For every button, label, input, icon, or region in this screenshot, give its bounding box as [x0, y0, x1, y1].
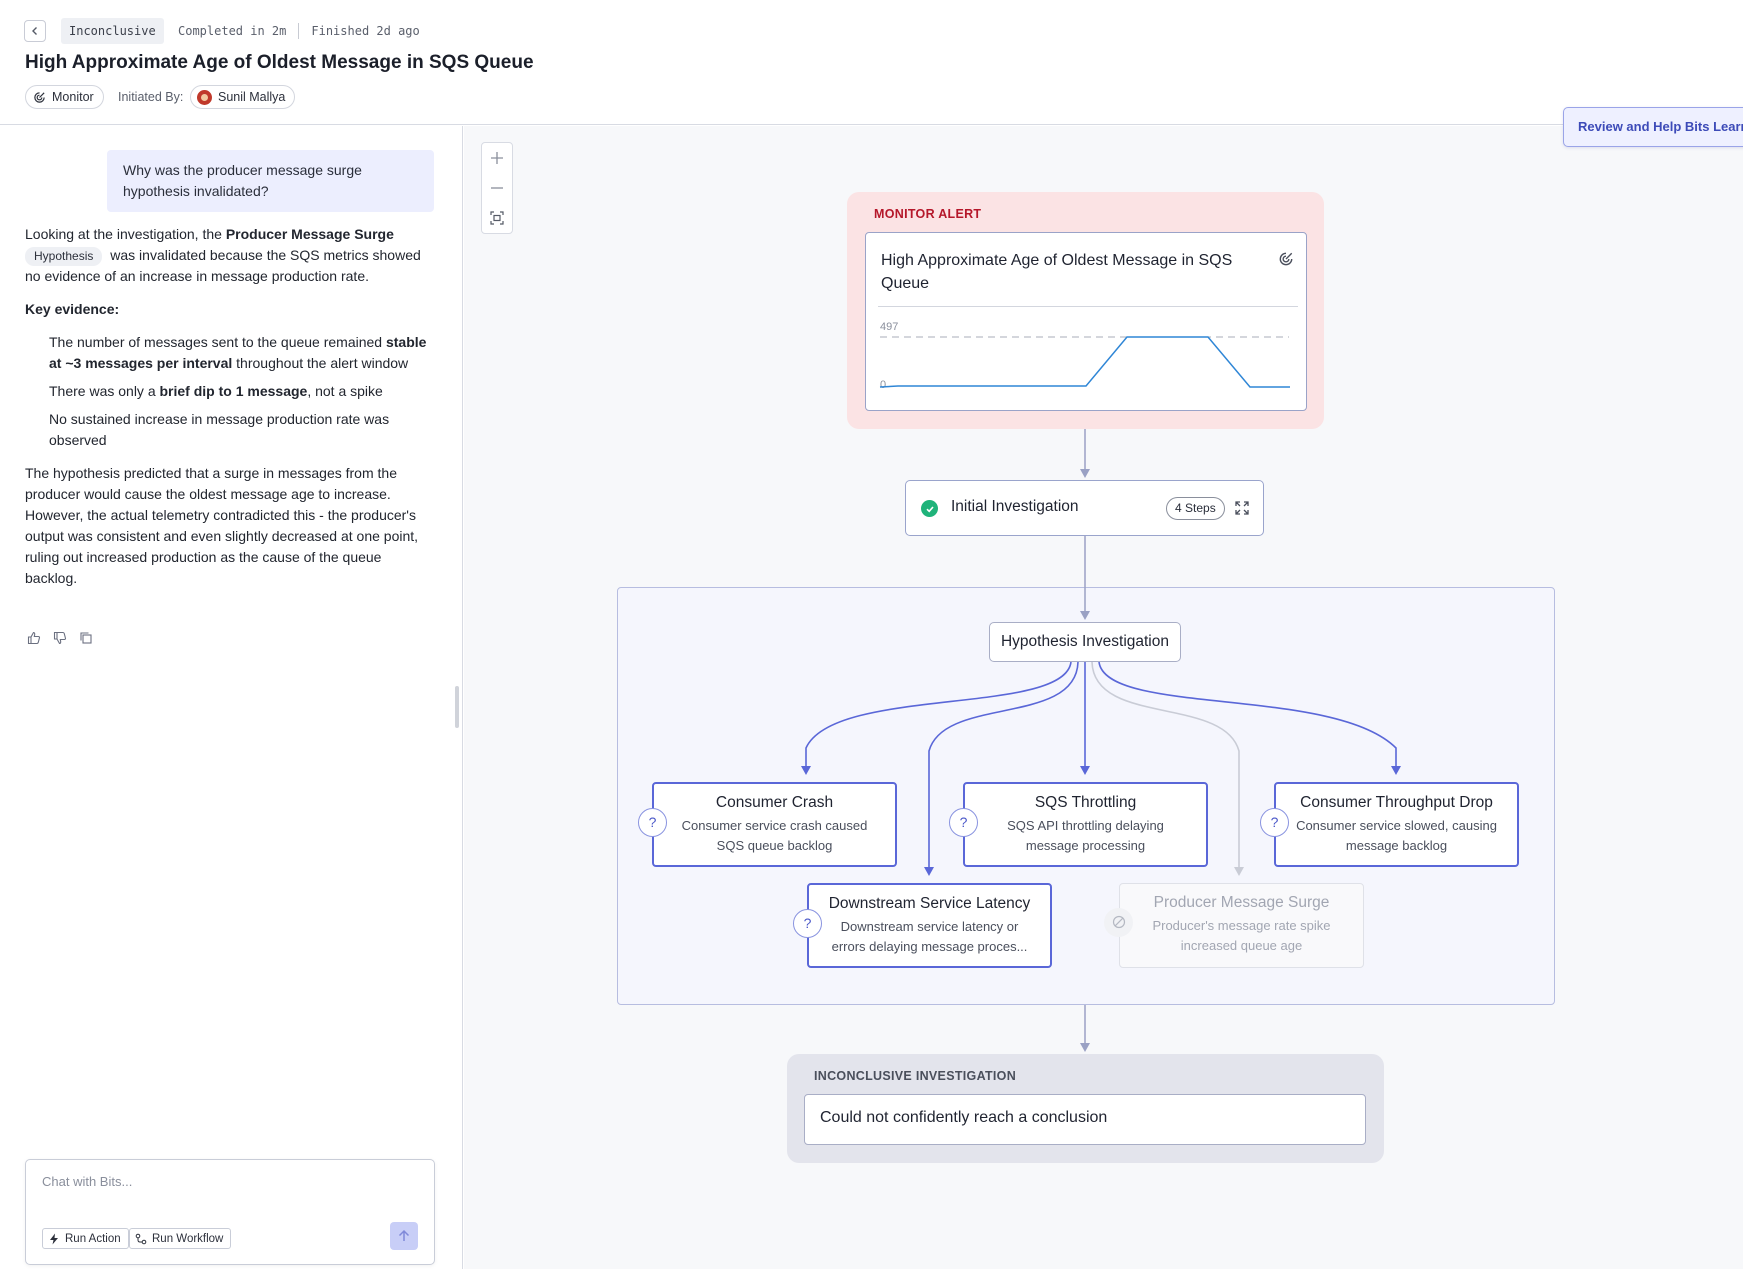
- run-action-label: Run Action: [65, 1232, 121, 1245]
- run-workflow-button[interactable]: Run Workflow: [129, 1228, 232, 1249]
- steps-badge: 4 Steps: [1166, 497, 1225, 520]
- feedback-bar: [27, 631, 93, 645]
- initial-investigation-node[interactable]: Initial Investigation 4 Steps: [905, 480, 1264, 536]
- expand-icon[interactable]: [1234, 500, 1250, 516]
- edge-producer-surge: [1091, 661, 1240, 874]
- hypothesis-desc: SQS API throttling delaying message proc…: [1007, 818, 1164, 853]
- copy-icon[interactable]: [79, 631, 93, 645]
- chat-panel: Why was the producer message surge hypot…: [0, 126, 463, 1269]
- alert-card: High Approximate Age of Oldest Message i…: [865, 232, 1307, 411]
- hypothesis-card-downstream-latency[interactable]: ? Downstream Service Latency Downstream …: [793, 883, 1052, 968]
- plus-icon: [491, 152, 503, 164]
- hypothesis-title: Downstream Service Latency: [828, 895, 1031, 912]
- divider: [878, 306, 1298, 307]
- chat-composer: Run Action Run Workflow: [25, 1159, 435, 1265]
- hypothesis-desc: Consumer service slowed, causing message…: [1296, 818, 1497, 853]
- initiated-label: Initiated By:: [118, 90, 184, 104]
- list-item: The number of messages sent to the queue…: [49, 334, 427, 371]
- zero-label: 0: [880, 379, 886, 391]
- user-name: Sunil Mallya: [218, 90, 286, 104]
- hypothesis-investigation-node[interactable]: Hypothesis Investigation: [989, 622, 1181, 662]
- run-meta: Completed in 2m Finished 2d ago: [178, 23, 420, 39]
- user-message: Why was the producer message surge hypot…: [107, 150, 434, 212]
- status-badge: Inconclusive: [61, 18, 164, 44]
- answer-intro: Looking at the investigation, the Produc…: [25, 226, 421, 284]
- assistant-message: Looking at the investigation, the Produc…: [25, 224, 435, 601]
- chevron-left-icon: [32, 27, 37, 35]
- hypothesis-title: SQS Throttling: [1034, 794, 1137, 811]
- threshold-label: 497: [880, 321, 898, 333]
- monitor-chip[interactable]: Monitor: [25, 85, 104, 109]
- send-button[interactable]: [390, 1222, 418, 1250]
- zoom-controls: [481, 142, 513, 234]
- check-icon: [921, 500, 938, 517]
- hypothesis-card-consumer-throughput-drop[interactable]: ? Consumer Throughput Drop Consumer serv…: [1260, 782, 1519, 867]
- inconclusive-label: INCONCLUSIVE INVESTIGATION: [814, 1069, 1017, 1083]
- run-workflow-label: Run Workflow: [152, 1232, 224, 1245]
- list-item: There was only a brief dip to 1 message,…: [49, 383, 383, 399]
- hypothesis-title: Consumer Throughput Drop: [1300, 794, 1493, 811]
- flow-edges: [801, 429, 1401, 1052]
- edge-downstream-latency: [928, 661, 1079, 874]
- user-chip[interactable]: Sunil Mallya: [190, 85, 296, 109]
- review-button[interactable]: Review and Help Bits Learn: [1563, 107, 1743, 147]
- hypothesis-title: Consumer Crash: [715, 794, 834, 811]
- fit-view-button[interactable]: [482, 203, 512, 233]
- question-icon: ?: [1260, 808, 1289, 837]
- chat-input[interactable]: [42, 1174, 382, 1189]
- hypothesis-desc: Consumer service crash caused SQS queue …: [681, 818, 868, 853]
- alert-title: High Approximate Age of Oldest Message i…: [881, 252, 1233, 292]
- key-evidence-heading: Key evidence:: [25, 301, 120, 317]
- edge-consumer-crash: [805, 661, 1072, 773]
- workflow-icon: [135, 1233, 147, 1245]
- monitor-chip-label: Monitor: [52, 90, 94, 104]
- inconclusive-text: Could not confidently reach a conclusion: [804, 1094, 1366, 1145]
- hypothesis-card-sqs-throttling[interactable]: ? SQS Throttling SQS API throttling dela…: [949, 782, 1208, 867]
- answer-conclusion: The hypothesis predicted that a surge in…: [25, 465, 419, 586]
- header: Inconclusive Completed in 2m Finished 2d…: [0, 0, 1743, 125]
- zoom-in-button[interactable]: [482, 143, 512, 173]
- completed-time: Completed in 2m: [178, 24, 287, 38]
- metric-line: [879, 336, 1290, 388]
- question-icon: ?: [949, 808, 978, 837]
- hypothesis-desc: Producer's message rate spike increased …: [1152, 918, 1331, 953]
- sparkline: 497 0: [879, 321, 1290, 391]
- initial-investigation-label: Initial Investigation: [951, 498, 1079, 515]
- arrow-up-icon: [398, 1229, 410, 1241]
- edge-throughput-drop: [1098, 661, 1397, 773]
- evidence-list: The number of messages sent to the queue…: [49, 332, 435, 451]
- avatar: [197, 89, 212, 105]
- hypothesis-card-producer-surge[interactable]: Producer Message Surge Producer's messag…: [1104, 883, 1364, 968]
- thumbs-down-icon[interactable]: [53, 631, 67, 645]
- hypothesis-tag: Hypothesis: [25, 247, 103, 266]
- inconclusive-node[interactable]: INCONCLUSIVE INVESTIGATION Could not con…: [787, 1054, 1384, 1163]
- hypothesis-title: Producer Message Surge: [1153, 894, 1330, 911]
- fit-view-icon: [490, 211, 504, 225]
- page-title: High Approximate Age of Oldest Message i…: [25, 52, 534, 73]
- list-item: No sustained increase in message product…: [49, 411, 390, 448]
- monitor-alert-label: MONITOR ALERT: [874, 207, 982, 221]
- finished-time: Finished 2d ago: [311, 24, 420, 38]
- zoom-out-button[interactable]: [482, 173, 512, 203]
- ban-icon: [1104, 908, 1133, 937]
- investigation-canvas[interactable]: MONITOR ALERT High Approximate Age of Ol…: [464, 126, 1743, 1269]
- hypothesis-card-consumer-crash[interactable]: ? Consumer Crash Consumer service crash …: [638, 782, 897, 867]
- run-action-button[interactable]: Run Action: [42, 1228, 129, 1249]
- monitor-alert-node[interactable]: MONITOR ALERT High Approximate Age of Ol…: [847, 192, 1324, 429]
- minus-icon: [491, 187, 503, 189]
- thumbs-up-icon[interactable]: [27, 631, 41, 645]
- question-icon: ?: [793, 909, 822, 938]
- question-icon: ?: [638, 808, 667, 837]
- back-button[interactable]: [24, 20, 46, 42]
- panel-resize-handle[interactable]: [455, 686, 459, 728]
- monitor-icon: [32, 90, 46, 104]
- divider: [298, 23, 300, 39]
- bolt-icon: [48, 1233, 60, 1245]
- hypothesis-desc: Downstream service latency or errors del…: [831, 919, 1028, 954]
- monitor-icon: [1279, 252, 1293, 266]
